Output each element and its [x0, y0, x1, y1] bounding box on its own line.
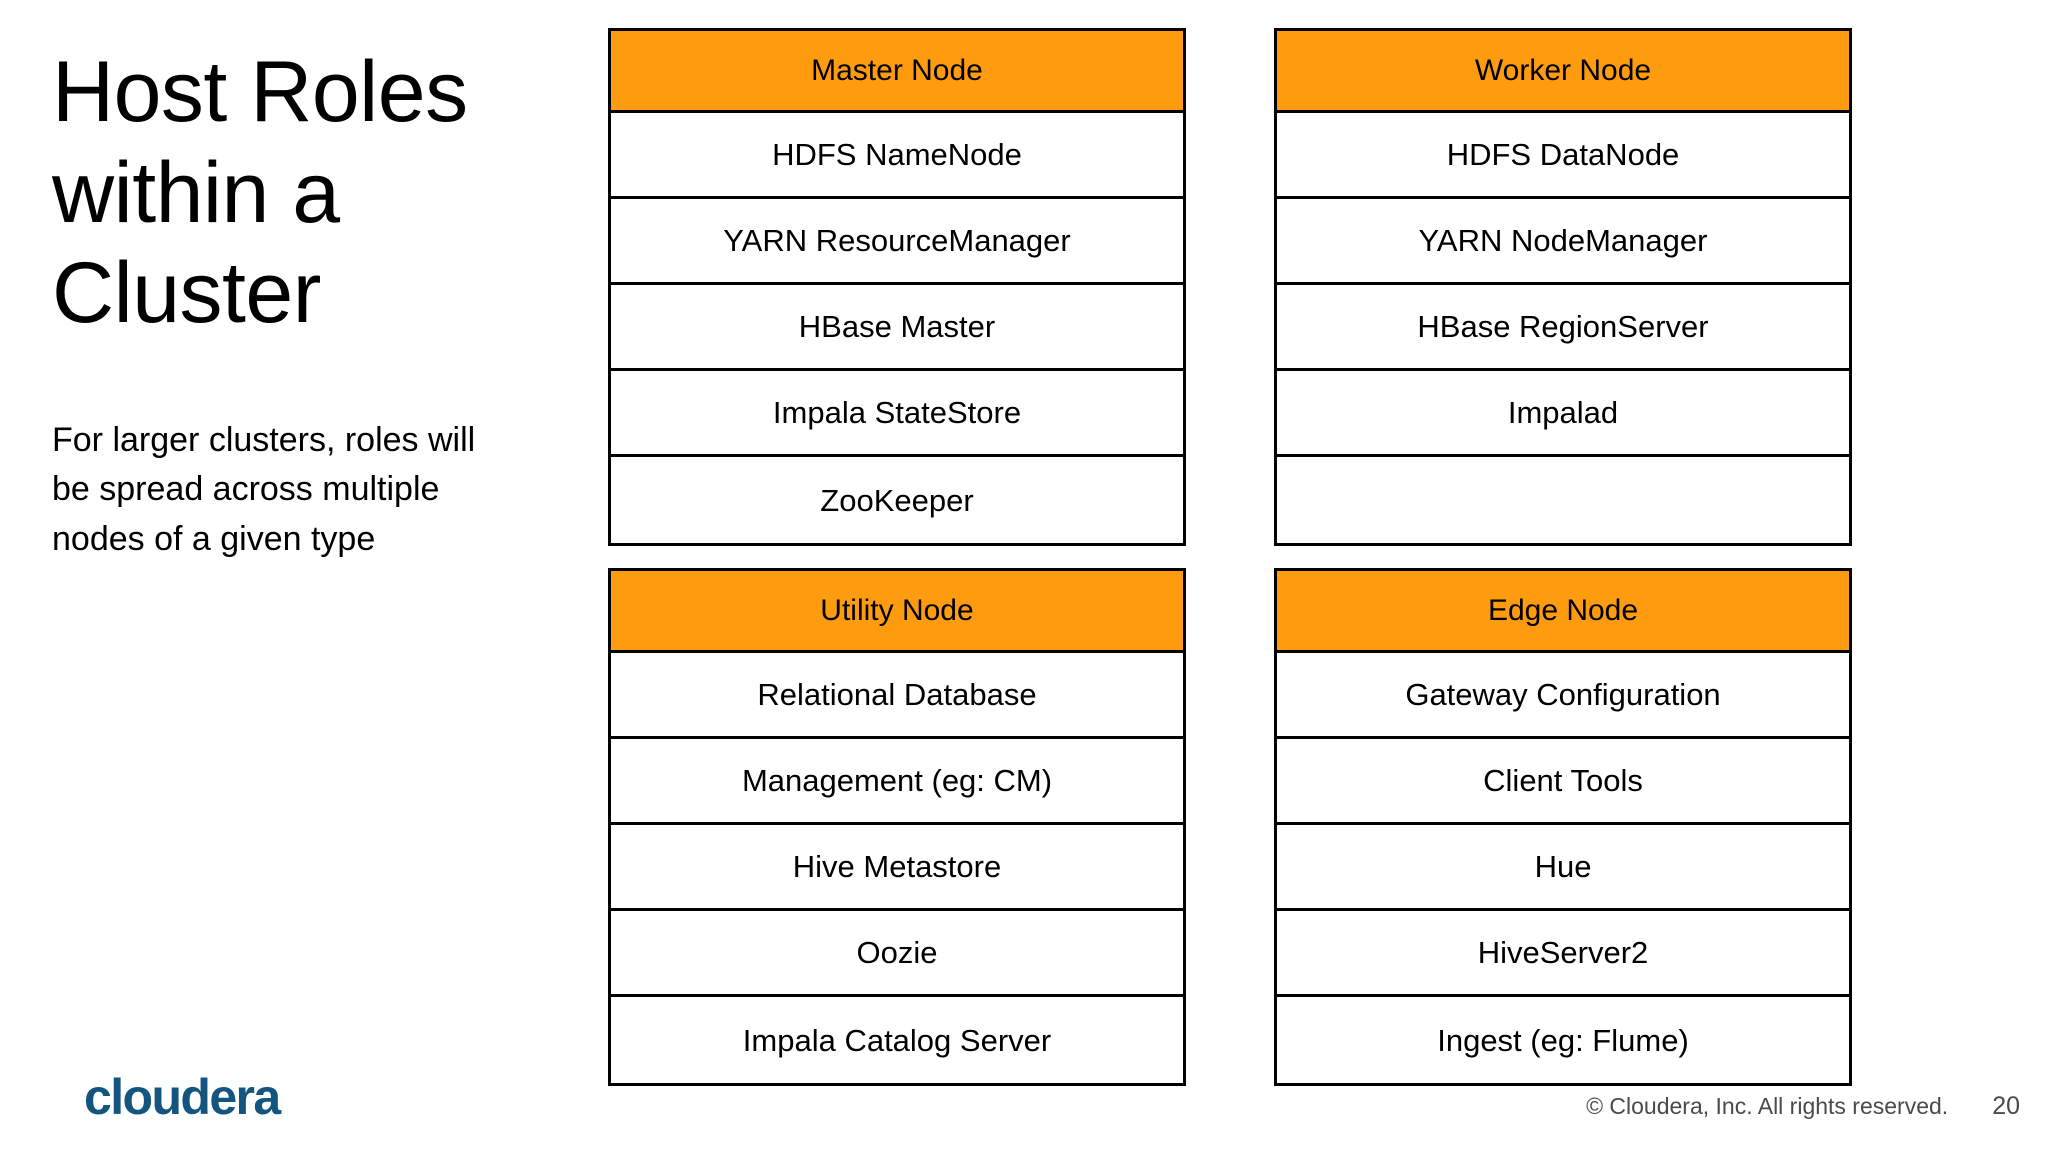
node-role-label: HDFS NameNode [772, 137, 1022, 172]
node-role-label: Client Tools [1483, 763, 1643, 798]
node-role-label: YARN NodeManager [1418, 223, 1708, 258]
node-role-label: Oozie [856, 935, 938, 970]
node-role-label: YARN ResourceManager [723, 223, 1071, 258]
node-table-worker: Worker Node HDFS DataNode YARN NodeManag… [1274, 28, 1852, 546]
node-role-label: HBase RegionServer [1417, 309, 1709, 344]
node-role-label: Gateway Configuration [1405, 677, 1721, 712]
node-row: YARN NodeManager [1277, 199, 1849, 285]
node-row: Ingest (eg: Flume) [1277, 997, 1849, 1083]
node-row: ZooKeeper [611, 457, 1183, 543]
node-role-label: Impala Catalog Server [742, 1022, 1052, 1058]
node-role-label: Hive Metastore [792, 849, 1002, 884]
node-row: Hive Metastore [611, 825, 1183, 911]
node-role-label: HBase Master [798, 309, 996, 344]
node-row: Impalad [1277, 371, 1849, 457]
node-row: Relational Database [611, 653, 1183, 739]
node-row: Gateway Configuration [1277, 653, 1849, 739]
left-column: Host Roles within a Cluster For larger c… [52, 42, 552, 565]
node-row: HBase Master [611, 285, 1183, 371]
body-paragraph: For larger clusters, roles will be sprea… [52, 420, 476, 559]
node-role-label: HDFS DataNode [1446, 137, 1680, 172]
cloudera-logo: cloudera [84, 1069, 281, 1125]
node-role-label: Management (eg: CM) [741, 763, 1053, 798]
node-table-edge: Edge Node Gateway Configuration Client T… [1274, 568, 1852, 1086]
node-row-empty [1277, 457, 1849, 543]
node-row: Client Tools [1277, 739, 1849, 825]
node-role-label: Relational Database [757, 677, 1037, 712]
node-role-label: HiveServer2 [1477, 935, 1649, 970]
node-table-header-worker: Worker Node [1277, 31, 1849, 113]
node-header-label: Worker Node [1474, 53, 1652, 87]
page-title: Host Roles within a Cluster [52, 44, 468, 342]
node-row: HiveServer2 [1277, 911, 1849, 997]
node-tables-grid: Master Node HDFS NameNode YARN ResourceM… [608, 28, 1860, 1094]
copyright-text: © Cloudera, Inc. All rights reserved. [1586, 1093, 1949, 1119]
node-header-label: Utility Node [820, 593, 974, 627]
node-row: HBase RegionServer [1277, 285, 1849, 371]
node-table-header-edge: Edge Node [1277, 571, 1849, 653]
node-role-label: Impala StateStore [772, 395, 1022, 430]
node-role-label: ZooKeeper [820, 482, 974, 518]
footer: © Cloudera, Inc. All rights reserved. 20 [1586, 1094, 2020, 1119]
node-role-label: Hue [1534, 849, 1592, 884]
node-table-header-utility: Utility Node [611, 571, 1183, 653]
node-row: HDFS DataNode [1277, 113, 1849, 199]
node-header-label: Master Node [811, 53, 983, 87]
node-role-label: Impalad [1507, 395, 1619, 430]
node-row: Impala StateStore [611, 371, 1183, 457]
node-row: Oozie [611, 911, 1183, 997]
node-row: Management (eg: CM) [611, 739, 1183, 825]
node-role-label: Ingest (eg: Flume) [1437, 1022, 1689, 1058]
node-row: Impala Catalog Server [611, 997, 1183, 1083]
node-row: Hue [1277, 825, 1849, 911]
node-table-utility: Utility Node Relational Database Managem… [608, 568, 1186, 1086]
node-row: YARN ResourceManager [611, 199, 1183, 285]
page-number: 20 [1992, 1092, 2020, 1120]
node-table-master: Master Node HDFS NameNode YARN ResourceM… [608, 28, 1186, 546]
node-row: HDFS NameNode [611, 113, 1183, 199]
node-header-label: Edge Node [1487, 593, 1639, 627]
node-table-header-master: Master Node [611, 31, 1183, 113]
